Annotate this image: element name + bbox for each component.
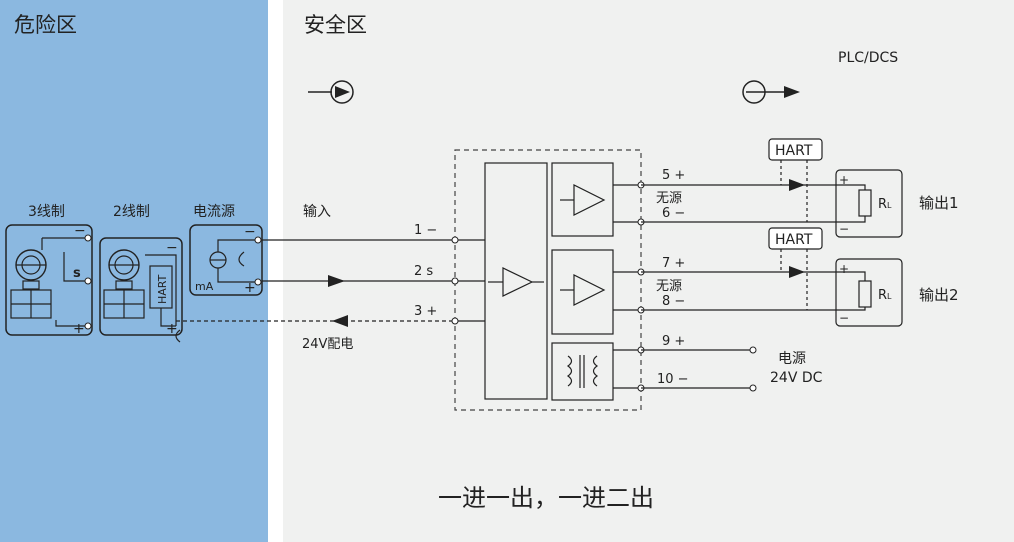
input-label: 输入 — [303, 204, 331, 220]
terminal-6-label: 6 − — [662, 206, 685, 221]
supply-voltage: 24V DC — [770, 370, 823, 386]
safe-zone-title: 安全区 — [304, 13, 367, 37]
two-wire-hart-loop-icon — [175, 329, 181, 343]
current-source — [189, 224, 263, 296]
passive-label-2: 无源 — [656, 279, 682, 294]
terminal-1-label: 1 − — [414, 223, 437, 238]
load-1-minus: − — [839, 222, 849, 236]
current-source-ma: mA — [195, 280, 214, 293]
terminal-8-label: 8 − — [662, 294, 685, 309]
load-2-plus: + — [839, 262, 849, 276]
current-source-label: 电流源 — [193, 204, 235, 220]
three-wire-label: 3线制 — [28, 204, 65, 220]
terminal-5-label: 5 + — [662, 168, 685, 183]
hart-label-2: HART — [775, 232, 813, 248]
three-wire-plus: + — [73, 321, 85, 337]
terminal-10-label: 10 − — [657, 372, 689, 387]
isolator-module — [451, 149, 645, 411]
two-wire-hart-box: HART — [156, 274, 169, 304]
load-2-minus: − — [839, 311, 849, 325]
two-wire-label: 2线制 — [113, 204, 150, 220]
load-1-plus: + — [839, 173, 849, 187]
input-flow-symbol — [308, 80, 354, 104]
output-2-label: 输出2 — [919, 286, 959, 304]
current-source-minus: − — [244, 224, 256, 240]
field-wiring — [176, 239, 455, 327]
output-1-label: 输出1 — [919, 194, 959, 212]
output-flow-symbol — [742, 80, 800, 104]
three-wire-transmitter — [5, 224, 93, 336]
terminal-3-label: 3 + — [414, 304, 437, 319]
current-source-plus: + — [244, 280, 256, 296]
passive-label-1: 无源 — [656, 191, 682, 206]
hazard-zone-title: 危险区 — [14, 13, 77, 37]
terminal-2-label: 2 s — [414, 264, 433, 279]
two-wire-transmitter — [99, 237, 183, 336]
load-resistor-2: RL — [878, 288, 892, 303]
power-24v-label: 24V配电 — [302, 337, 353, 352]
hart-label-1: HART — [775, 143, 813, 159]
terminal-9-label: 9 + — [662, 334, 685, 349]
plc-dcs-label: PLC/DCS — [838, 50, 898, 66]
terminal-7-label: 7 + — [662, 256, 685, 271]
output-wiring — [641, 138, 903, 392]
safe-area — [283, 0, 1014, 542]
diagram-caption: 一进一出，一进二出 — [438, 484, 654, 512]
supply-label: 电源 — [778, 351, 806, 367]
three-wire-minus: − — [74, 223, 86, 239]
two-wire-plus: + — [166, 321, 178, 337]
load-resistor-1: RL — [878, 197, 892, 212]
three-wire-s: s — [73, 266, 81, 281]
two-wire-minus: − — [166, 240, 178, 256]
